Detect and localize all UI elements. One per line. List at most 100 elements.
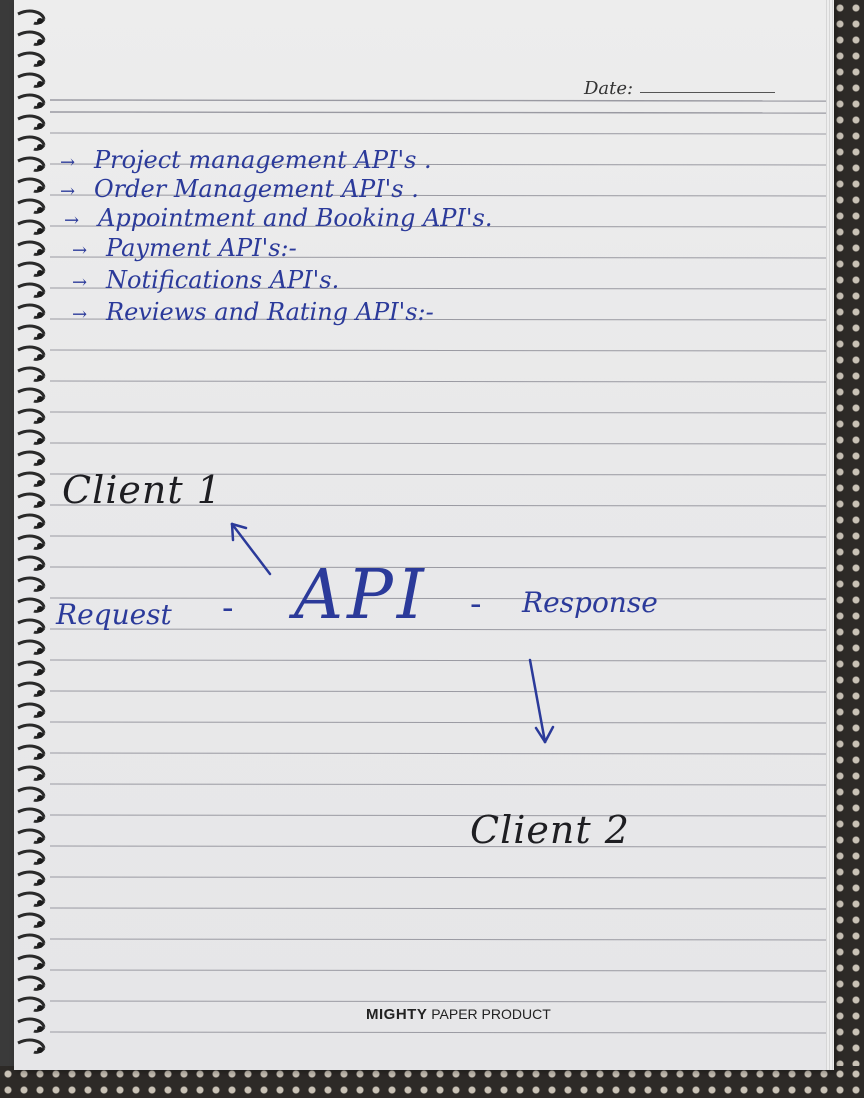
spiral-hole [37,921,43,927]
spiral-hole [37,228,43,234]
list-item-text: Payment API's:- [106,234,297,262]
list-item-text: Project management API's . [94,146,432,174]
brand-name: MIGHTY [366,1006,428,1023]
spiral-hole [37,501,43,507]
ruled-lines [49,99,827,1034]
rule-line [49,194,827,197]
rule-line [49,752,827,755]
request-label: Request [56,598,172,631]
dash-left: - [222,588,234,628]
spiral-hole [37,165,43,171]
spiral-hole [37,18,43,24]
spiral-hole [37,39,43,45]
list-item: → Order Management API's . [60,175,419,203]
rule-line [49,938,827,941]
arrow-icon: → [60,181,76,202]
spiral-hole [37,438,43,444]
spiral-hole [37,417,43,423]
spiral-hole [37,942,43,948]
spiral-hole [37,795,43,801]
spiral-hole [37,543,43,549]
spiral-hole [37,291,43,297]
spiral-hole [37,81,43,87]
arrow-icon: → [72,240,88,261]
list-item: → Reviews and Rating API's:- [72,298,434,326]
dash-right: - [470,584,482,624]
rule-line [49,783,827,786]
list-item: → Notifications API's. [72,266,339,294]
rule-line [49,380,827,383]
rule-line [49,628,827,631]
spiral-hole [37,648,43,654]
brand-footer: MIGHTY PAPER PRODUCT [366,1006,551,1023]
rule-line [49,225,827,228]
spiral-hole [37,459,43,465]
rule-line [49,721,827,724]
spiral-hole [37,186,43,192]
spiral-hole [37,669,43,675]
rule-line [49,287,827,290]
rule-line [49,349,827,352]
list-item: → Appointment and Booking API's. [64,204,492,232]
spiral-hole [37,396,43,402]
spiral-hole [37,879,43,885]
rule-line [49,132,827,135]
spiral-binding [17,9,46,1054]
rule-line [49,876,827,879]
spiral-hole [37,837,43,843]
spiral-hole [37,774,43,780]
spiral-hole [37,564,43,570]
spiral-hole [37,900,43,906]
list-item-text: Appointment and Booking API's. [98,204,493,232]
spiral-hole [37,585,43,591]
spiral-hole [37,627,43,633]
spiral-hole [37,963,43,969]
spiral-hole [37,207,43,213]
spiral-hole [37,858,43,864]
spiral-hole [37,312,43,318]
spiral-hole [37,1026,43,1032]
spiral-hole [37,144,43,150]
brand-tagline: PAPER PRODUCT [427,1006,551,1022]
date-line [640,92,775,93]
spiral-hole [37,270,43,276]
spiral-hole [37,606,43,612]
rule-line [49,690,827,693]
client-2-label: Client 2 [470,808,630,852]
arrow-icon: → [72,304,88,325]
page-stack-edge [826,0,834,1070]
notebook-page [14,0,834,1070]
spiral-hole [37,102,43,108]
rule-line [49,907,827,910]
rule-line [49,442,827,445]
rule-line [49,411,827,414]
spiral-hole [37,690,43,696]
rule-line [49,256,827,259]
rule-line [49,318,827,321]
background-cloth-right [832,0,864,1098]
arrow-icon: → [64,210,80,231]
arrow-icon: → [72,272,88,293]
arrow-icon: → [60,152,76,173]
response-label: Response [522,586,658,619]
rule-line [49,535,827,538]
spiral-hole [37,354,43,360]
rule-line [49,969,827,972]
spiral-hole [37,60,43,66]
rule-line [49,814,827,817]
spiral-hole [37,711,43,717]
list-item-text: Reviews and Rating API's:- [106,298,434,326]
client-1-label: Client 1 [62,468,222,512]
rule-line [49,99,827,102]
spiral-hole [37,249,43,255]
spiral-hole [37,480,43,486]
rule-line [49,504,827,507]
rule-line [49,1000,827,1003]
api-label: API [294,556,428,635]
date-label: Date: [584,78,634,99]
list-item-text: Order Management API's . [94,175,419,203]
rule-line [49,163,827,166]
list-item-text: Notifications API's. [106,266,340,294]
rule-line [49,111,827,114]
spiral-hole [37,375,43,381]
